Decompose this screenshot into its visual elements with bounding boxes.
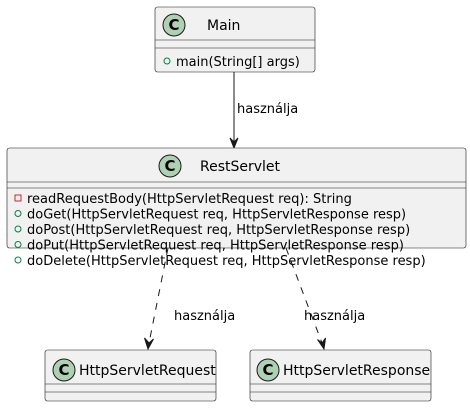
class-name: HttpServletRequest [79, 363, 216, 379]
edge-label: használja [304, 309, 365, 324]
edge-line [285, 247, 323, 344]
arrowhead [144, 337, 154, 351]
edge-restservlet-to-request: használja [144, 247, 235, 351]
class-box [44, 349, 217, 402]
private-marker-icon [14, 194, 22, 202]
class-name: RestServlet [200, 159, 281, 175]
class-box [6, 147, 467, 249]
edge-line [148, 247, 169, 344]
public-marker-icon [14, 225, 22, 233]
class-httpservletresponse[interactable]: C HttpServletResponse [249, 349, 432, 402]
method-readrequestbody: readRequestBody(HttpServletRequest req):… [27, 192, 352, 207]
class-c-glyph: C [58, 361, 69, 379]
class-c-glyph: C [164, 157, 175, 175]
class-name: Main [207, 18, 240, 34]
arrowhead [229, 137, 239, 150]
class-c-glyph: C [262, 361, 273, 379]
class-c-glyph: C [168, 16, 179, 34]
class-main[interactable]: C Main main(String[] args) [154, 6, 316, 73]
public-marker-icon [14, 241, 22, 248]
method-dopost: doPost(HttpServletRequest req, HttpServl… [27, 223, 410, 238]
public-marker-icon [14, 210, 22, 217]
method-doput: doPut(HttpServletRequest req, HttpServle… [27, 239, 404, 254]
edge-label: használja [174, 309, 235, 324]
class-restservlet[interactable]: C RestServlet readRequestBody(HttpServle… [6, 147, 467, 269]
class-box [249, 349, 432, 402]
edge-label: használja [237, 102, 298, 117]
edge-main-to-restservlet: használja [229, 72, 298, 150]
class-box [154, 6, 316, 73]
method-dodelete: doDelete(HttpServletRequest req, HttpSer… [27, 254, 426, 269]
class-name: HttpServletResponse [283, 363, 430, 379]
class-httpservletrequest[interactable]: C HttpServletRequest [44, 349, 217, 402]
arrowhead [317, 337, 326, 351]
public-marker-icon [14, 256, 22, 264]
class-c-icon [162, 13, 186, 37]
class-c-icon [158, 154, 182, 178]
method-main: main(String[] args) [176, 55, 300, 70]
public-marker-icon [163, 57, 171, 65]
method-doget: doGet(HttpServletRequest req, HttpServle… [27, 208, 406, 223]
class-c-icon [52, 358, 76, 382]
edge-restservlet-to-response: használja [285, 247, 365, 351]
class-c-icon [256, 358, 280, 382]
